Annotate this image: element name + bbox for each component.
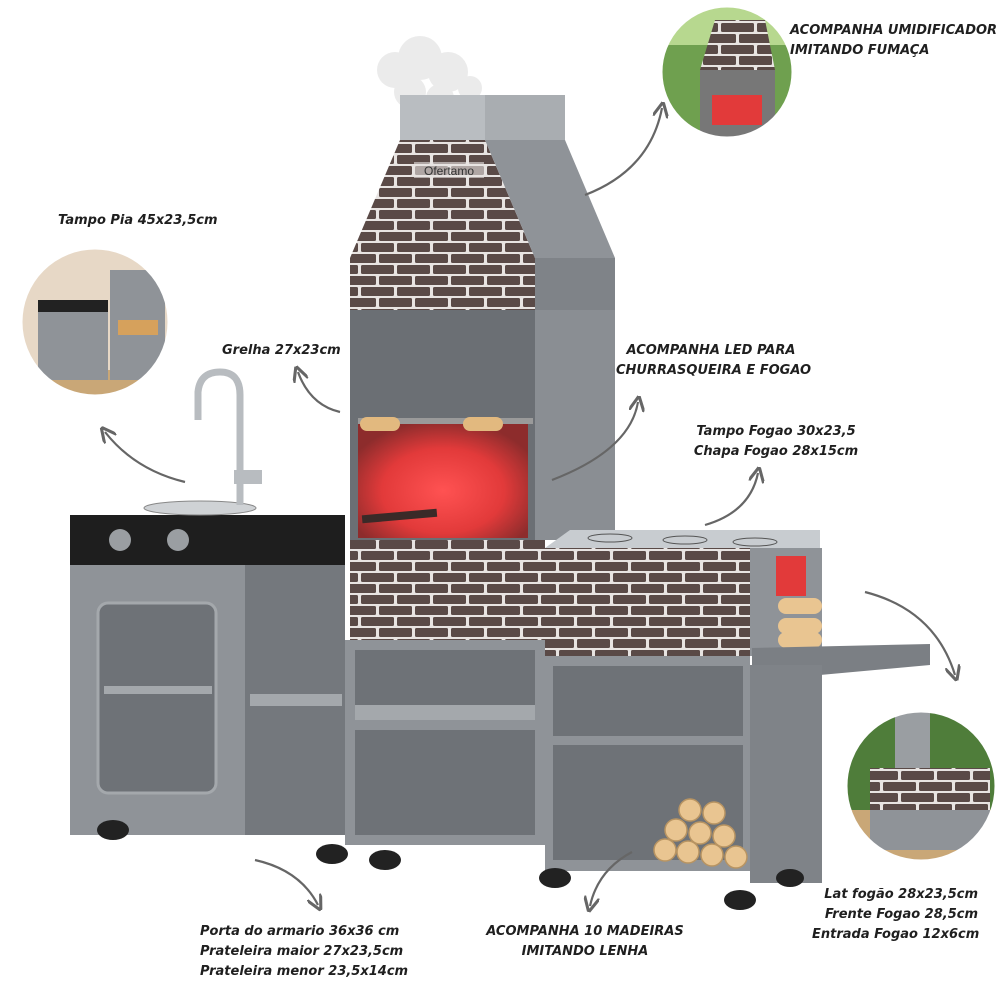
skewer-right xyxy=(463,417,503,431)
stove-side-note: Lat fogão 28x23,5cm Frente Fogao 28,5cm … xyxy=(812,887,980,942)
humidifier-note: ACOMPANHA UMIDIFICADOR IMITANDO FUMAÇA xyxy=(790,23,998,58)
grill-note: Grelha 27x23cm xyxy=(222,343,341,358)
barbecue-brick-front xyxy=(350,540,545,640)
callout-arrows xyxy=(105,108,955,906)
stove-top-note: Tampo Fogao 30x23,5 Chapa Fogao 28x15cm xyxy=(693,424,859,459)
brand-logo: Ofertamo xyxy=(424,164,474,178)
barbecue-cabinet xyxy=(345,640,545,845)
faucet xyxy=(194,368,244,505)
skewer-left xyxy=(360,417,400,431)
led-note: ACOMPANHA LED PARA CHURRASQUEIRA E FOGAO xyxy=(616,343,812,378)
sink-unit xyxy=(70,368,348,864)
sink-top-note: Tampo Pia 45x23,5cm xyxy=(58,213,218,228)
grill-cavity xyxy=(350,310,615,540)
stove-unit xyxy=(369,530,930,910)
inset-photo-kitchen xyxy=(21,248,169,396)
cabinet-note: Porta do armario 36x36 cm Prateleira mai… xyxy=(200,924,409,979)
firewood-pile xyxy=(653,798,748,869)
firewood-note: ACOMPANHA 10 MADEIRAS IMITANDO LENHA xyxy=(486,924,684,959)
barbecue-chimney: Ofertamo xyxy=(350,95,615,310)
grill-rack xyxy=(358,418,533,424)
